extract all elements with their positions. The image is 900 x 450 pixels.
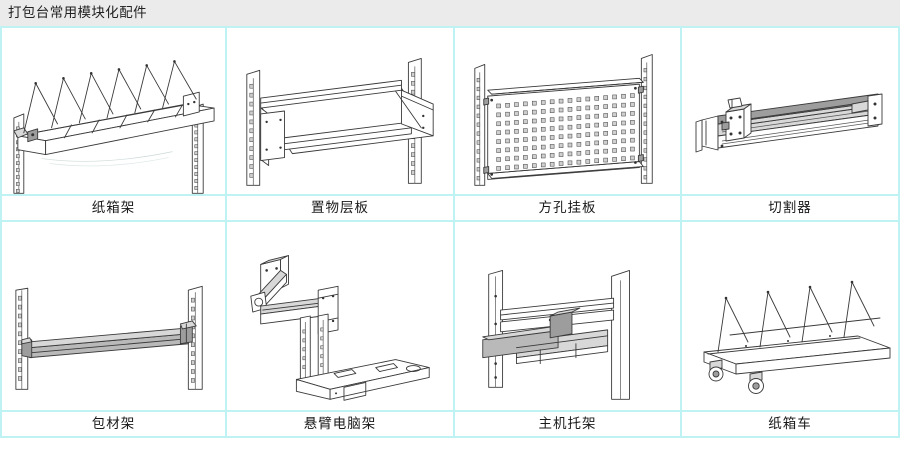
- product-label-carton-rack: 纸箱架: [91, 200, 136, 216]
- product-row-2-labels: 包材架 悬臂电脑架 主机托架 纸箱车: [2, 410, 898, 438]
- square-hole-pegboard-drawing: [474, 54, 653, 186]
- product-row-2-images: [2, 222, 898, 410]
- product-label-cantilever-computer-arm: 悬臂电脑架: [303, 416, 377, 432]
- product-image-carton-cart[interactable]: [682, 222, 898, 410]
- product-image-storage-shelf[interactable]: [227, 28, 455, 194]
- product-label-carton-cart: 纸箱车: [768, 416, 812, 432]
- carton-rack-drawing: [13, 60, 215, 194]
- product-label-cell-cantilever-computer-arm[interactable]: 悬臂电脑架: [227, 410, 455, 438]
- product-label-cpu-holder: 主机托架: [538, 416, 597, 432]
- cpu-holder-drawing: [482, 269, 630, 400]
- product-label-cell-square-hole-pegboard[interactable]: 方孔挂板: [455, 194, 682, 222]
- packing-material-rack-drawing: [15, 285, 203, 390]
- product-image-square-hole-pegboard[interactable]: [455, 28, 682, 194]
- product-image-cantilever-computer-arm[interactable]: [227, 222, 455, 410]
- product-label-storage-shelf: 置物层板: [311, 200, 369, 216]
- product-label-cell-carton-rack[interactable]: 纸箱架: [2, 194, 227, 222]
- product-label-cell-carton-cart[interactable]: 纸箱车: [682, 410, 898, 438]
- carton-cart-drawing: [703, 280, 891, 394]
- cutter-rail-drawing: [695, 93, 883, 153]
- product-image-cutter-rail[interactable]: [682, 28, 898, 194]
- product-label-cell-cutter[interactable]: 切割器: [682, 194, 898, 222]
- product-label-packing-material-rack: 包材架: [91, 416, 136, 432]
- product-label-cell-cpu-holder[interactable]: 主机托架: [455, 410, 682, 438]
- page-title: 打包台常用模块化配件: [8, 5, 147, 21]
- product-image-carton-rack[interactable]: [2, 28, 227, 194]
- product-label-cell-packing-material-rack[interactable]: 包材架: [2, 410, 227, 438]
- product-grid: 纸箱架 置物层板 方孔挂板 切割器: [0, 26, 900, 438]
- storage-shelf-drawing: [246, 58, 434, 186]
- product-label-square-hole-pegboard: 方孔挂板: [538, 200, 597, 216]
- product-row-1-labels: 纸箱架 置物层板 方孔挂板 切割器: [2, 194, 898, 222]
- product-label-cutter: 切割器: [768, 200, 812, 216]
- product-image-cpu-holder[interactable]: [455, 222, 682, 410]
- page-header: 打包台常用模块化配件: [0, 0, 900, 26]
- product-label-cell-storage-shelf[interactable]: 置物层板: [227, 194, 455, 222]
- cantilever-computer-arm-drawing: [250, 255, 430, 401]
- product-image-packing-material-rack[interactable]: [2, 222, 227, 410]
- product-row-1-images: [2, 28, 898, 194]
